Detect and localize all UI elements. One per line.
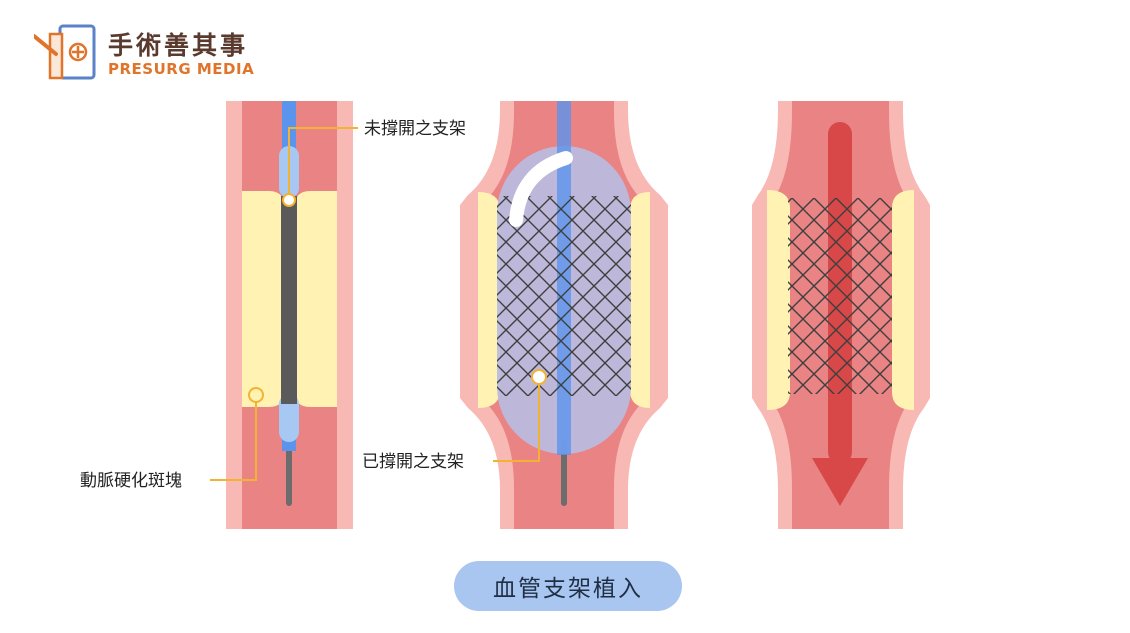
caption-pill: 血管支架植入 — [454, 561, 682, 611]
label-expanded-stent: 已撐開之支架 — [362, 452, 464, 472]
brand-mark-icon — [34, 24, 96, 80]
guide-wire — [286, 440, 292, 506]
brand-logo: 手術善其事 PRESURG MEDIA — [34, 20, 274, 84]
vessel-wall-left — [226, 101, 242, 529]
crimped-stent — [281, 196, 297, 404]
plaque-left — [242, 191, 284, 407]
callout-unexpanded — [282, 127, 358, 207]
expanded-stent-mesh — [497, 196, 631, 396]
plaque-right — [295, 191, 337, 407]
callout-plaque — [210, 387, 264, 481]
plaque-right — [630, 192, 650, 408]
panel-restored-flow — [752, 101, 930, 529]
callout-expanded — [493, 369, 547, 462]
label-unexpanded-stent: 未撐開之支架 — [364, 119, 466, 139]
panel-expanded — [460, 101, 668, 529]
catheter-tip-lower — [279, 394, 299, 442]
plaque-left — [767, 190, 790, 410]
plaque-right — [892, 190, 914, 410]
balloon-highlight — [509, 151, 573, 227]
flow-arrow-head — [812, 458, 868, 506]
brand-name-en: PRESURG MEDIA — [108, 60, 255, 78]
plaque-left — [478, 192, 500, 408]
vessel-wall-right — [337, 101, 353, 529]
label-plaque: 動脈硬化斑塊 — [80, 471, 182, 491]
guide-wire — [561, 440, 567, 506]
implanted-stent-mesh — [788, 198, 892, 394]
brand-name-cn: 手術善其事 — [108, 31, 249, 60]
